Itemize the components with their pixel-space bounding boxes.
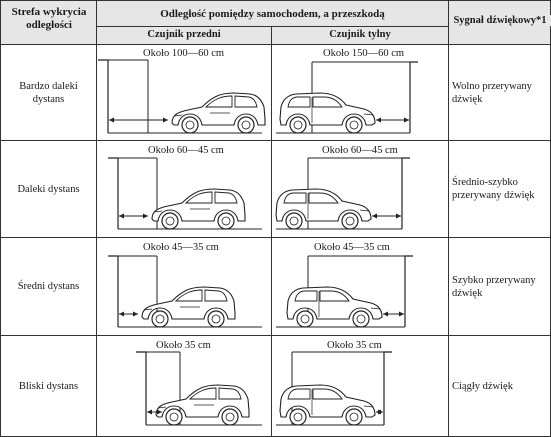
front-distance-far: Około 60—45 cm (148, 145, 224, 156)
obstacle-wall (108, 255, 119, 327)
car-body-shape (171, 92, 266, 126)
signal-far: Średnio-szybko przerywany dźwięk (452, 177, 535, 201)
zone-label-very-far: Bardzo daleki dystans (19, 80, 78, 105)
obstacle-wall (383, 351, 392, 425)
car-rear-view (279, 92, 376, 134)
obstacle-wall (108, 157, 119, 229)
front-sensor-diagram (98, 59, 266, 134)
rear-distance-far: Około 60—45 cm (322, 145, 398, 156)
obstacle-wall (401, 157, 410, 229)
header-rear-sensor: Czujnik tylny (272, 29, 448, 40)
signal-near: Ciągły dźwięk (452, 380, 513, 392)
rear-distance-very-far: Około 150—60 cm (323, 48, 405, 59)
car-front-view (151, 188, 246, 230)
signal-medium: Szybko przerywany dźwięk (452, 274, 536, 299)
rear-distance-medium: Około 45—35 cm (314, 242, 390, 253)
front-sensor-diagram (108, 157, 262, 230)
front-sensor-diagram (108, 255, 262, 328)
obstacle-wall (136, 351, 147, 425)
car-body-shape (155, 384, 250, 418)
car-body-shape (286, 286, 383, 320)
car-rear-view (286, 286, 383, 328)
rear-distance-near: Około 35 cm (327, 340, 382, 351)
car-body-shape (279, 92, 376, 126)
car-front-view (141, 286, 236, 328)
rear-sensor-diagram (275, 157, 410, 230)
car-rear-view (275, 188, 372, 230)
zone-label-medium: Średni dystans (17, 281, 80, 292)
rear-sensor-diagram (276, 255, 413, 328)
zone-label-far: Daleki dystans (17, 183, 80, 195)
obstacle-wall (98, 59, 109, 133)
front-distance-medium: Około 45—35 cm (143, 242, 219, 253)
obstacle-wall (409, 61, 418, 133)
car-body-shape (279, 384, 376, 418)
car-front-view (155, 384, 250, 426)
car-body-shape (275, 188, 372, 222)
signal-very-far: Wolno przerywany dźwięk (452, 80, 532, 105)
front-distance-very-far: Około 100—60 cm (143, 48, 225, 59)
car-body-shape (141, 286, 236, 320)
front-distance-near: Około 35 cm (156, 340, 211, 351)
rear-sensor-diagram (276, 351, 392, 426)
header-front-sensor: Czujnik przedni (97, 29, 271, 40)
car-body-shape (151, 188, 246, 222)
zone-label-near: Bliski dystans (18, 380, 79, 392)
header-signal: Sygnał dźwiękowy*1 (449, 15, 551, 26)
obstacle-wall (404, 255, 413, 327)
rear-sensor-diagram (276, 61, 418, 134)
front-sensor-diagram (136, 351, 262, 426)
header-zone: Strefa wykrycia odległości (4, 6, 94, 32)
car-front-view (171, 92, 266, 134)
header-distance: Odległość pomiędzy samochodem, a przeszk… (97, 8, 448, 20)
car-rear-view (279, 384, 376, 426)
